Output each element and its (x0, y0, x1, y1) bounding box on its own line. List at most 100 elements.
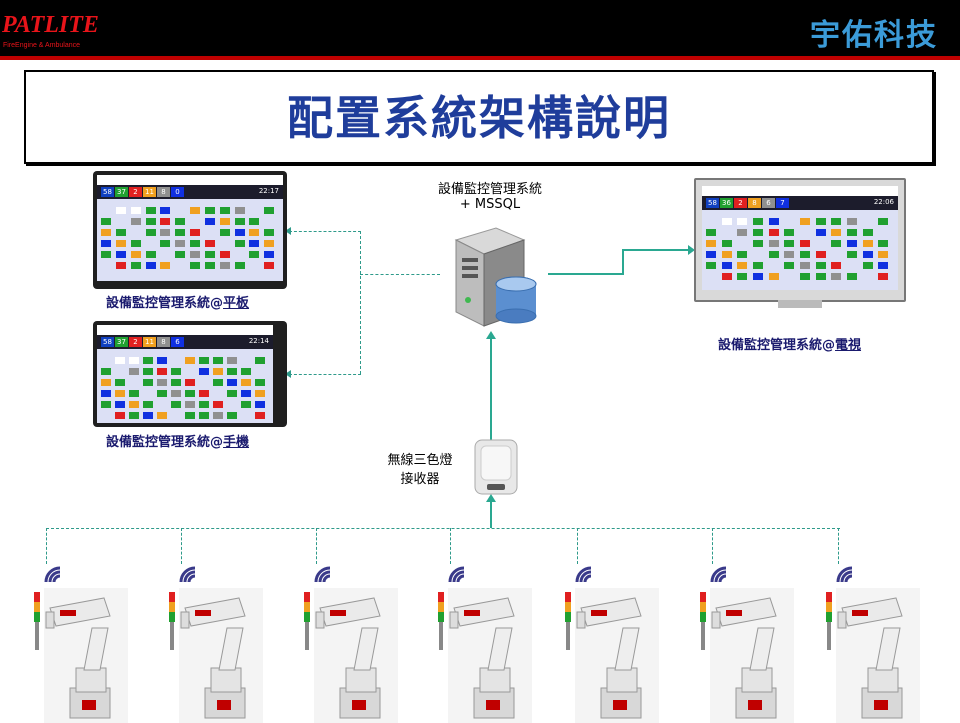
equipment-tile (145, 218, 156, 225)
receiver-label: 無線三色燈 接收器 (378, 449, 462, 487)
equipment-tile (171, 379, 181, 386)
header-divider (0, 56, 960, 60)
equipment-tile (190, 207, 200, 214)
equipment-tile (815, 229, 826, 236)
equipment-tile (143, 412, 153, 419)
wireless-drop (838, 528, 839, 564)
equipment-tile (101, 218, 111, 225)
wireless-drop (181, 528, 182, 564)
connector-tablet (289, 231, 361, 232)
equipment-tile (190, 262, 200, 269)
screen-clock: 22:14 (248, 337, 269, 345)
status-count: 37 (115, 187, 128, 197)
equipment-tile (175, 218, 186, 225)
equipment-tile (847, 273, 857, 280)
equipment-tile (115, 251, 126, 258)
wireless-bus (46, 528, 840, 529)
connector-server-tv (548, 273, 623, 275)
equipment-tile (847, 240, 857, 247)
patlite-logo: PATLITE (2, 12, 99, 38)
equipment-tile (213, 412, 223, 419)
equipment-tile (143, 357, 153, 364)
equipment-tile (878, 273, 889, 280)
equipment-tile (706, 229, 716, 236)
signal-tower-icon (34, 592, 40, 650)
equipment-tile (249, 229, 260, 236)
equipment-tile (706, 240, 716, 247)
status-count: 8 (157, 187, 170, 197)
equipment-tile (768, 218, 779, 225)
equipment-tile (199, 368, 209, 375)
status-count: 6 (171, 337, 184, 347)
equipment-tile (249, 240, 260, 247)
equipment-tile (768, 229, 779, 236)
equipment-tile (213, 379, 223, 386)
phone-caption-prefix: 設備監控管理系統@ (106, 435, 224, 450)
wireless-drop (46, 528, 47, 564)
equipment-tile (185, 390, 195, 397)
status-count: 11 (143, 187, 156, 197)
equipment-tile (157, 390, 167, 397)
equipment-tile (264, 207, 275, 214)
tv-caption: 設備監控管理系統@電視 (718, 334, 861, 353)
equipment-tile (190, 229, 200, 236)
equipment-tile (219, 207, 230, 214)
server-database-icon (454, 227, 537, 327)
equipment-tile (831, 218, 842, 225)
screen-titlebar (97, 175, 283, 185)
equipment-tile (815, 251, 826, 258)
equipment-tile (768, 240, 779, 247)
equipment-tile (227, 368, 237, 375)
robot-arm-icon (44, 588, 128, 723)
phone-caption-suffix: 手機 (223, 435, 250, 450)
equipment-tile (721, 251, 732, 258)
equipment-tile (249, 251, 260, 258)
equipment-tile (190, 240, 200, 247)
equipment-tile (130, 251, 141, 258)
equipment-tile (847, 251, 857, 258)
equipment-tile (129, 401, 139, 408)
status-count: 7 (776, 198, 789, 208)
equipment-tile (129, 412, 139, 419)
wireless-signal-icon (710, 566, 727, 583)
equipment-tile (199, 390, 209, 397)
equipment-tile (264, 240, 275, 247)
status-count: 2 (129, 337, 142, 347)
equipment-tile (241, 368, 251, 375)
equipment-tile (815, 273, 826, 280)
equipment-tile (115, 207, 126, 214)
equipment-tile (255, 412, 265, 419)
equipment-tile (157, 412, 167, 419)
server-label-line1: 設備監控管理系統 (437, 182, 542, 197)
equipment-tile (145, 229, 156, 236)
equipment-tile (199, 412, 209, 419)
equipment-tile (878, 262, 889, 269)
wireless-receiver-icon (474, 439, 518, 495)
equipment-tile (721, 262, 732, 269)
wireless-drop (712, 528, 713, 564)
robot-arm-icon (575, 588, 659, 723)
equipment-tile (130, 240, 141, 247)
equipment-tile (737, 273, 748, 280)
equipment-tile (185, 379, 195, 386)
equipment-tile (175, 251, 186, 258)
signal-tower-icon (438, 592, 444, 650)
wireless-signal-icon (179, 566, 196, 583)
equipment-tile (784, 240, 795, 247)
page-title: 配置系統架構說明 (287, 91, 671, 145)
equipment-tile (204, 262, 215, 269)
equipment-tile (862, 251, 873, 258)
header-bar (0, 0, 960, 56)
equipment-tile (862, 262, 873, 269)
equipment-tile (264, 262, 275, 269)
tablet-caption: 設備監控管理系統@平板 (106, 292, 249, 311)
tv-caption-prefix: 設備監控管理系統@ (718, 338, 836, 353)
equipment-tile (129, 390, 139, 397)
equipment-tile (160, 207, 171, 214)
status-count: 2 (734, 198, 747, 208)
equipment-tile (115, 262, 126, 269)
status-count: 11 (143, 337, 156, 347)
equipment-tile (115, 229, 126, 236)
equipment-tile (227, 390, 237, 397)
robot-arm-icon (314, 588, 398, 723)
